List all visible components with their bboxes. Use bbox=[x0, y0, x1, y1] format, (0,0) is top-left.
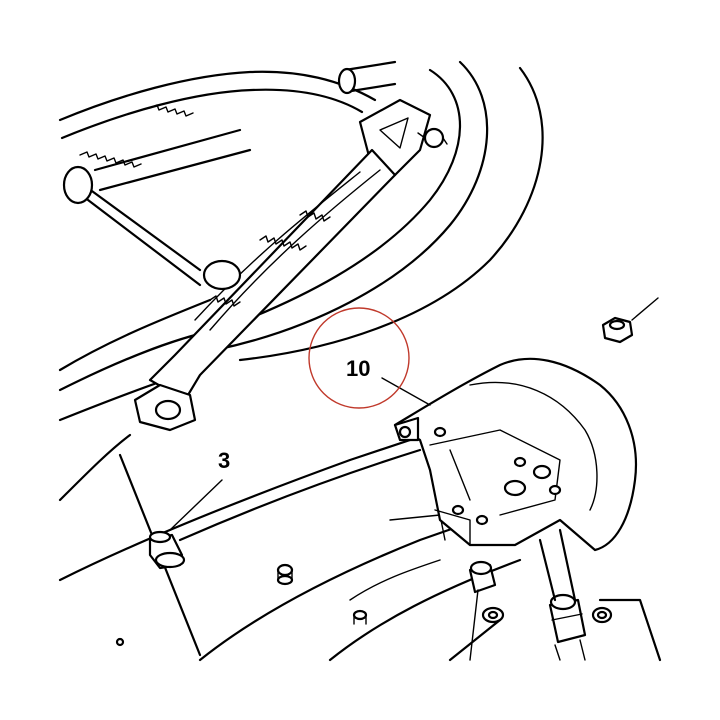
frame-assembly bbox=[58, 60, 544, 502]
callout-10-highlight-ring bbox=[308, 307, 410, 409]
fasteners-lower-right bbox=[468, 528, 662, 662]
leader-lines bbox=[169, 377, 431, 531]
floor-stud bbox=[352, 609, 368, 625]
bushing-3 bbox=[148, 530, 186, 570]
nut-top-right bbox=[601, 297, 659, 344]
callout-10-label: 10 bbox=[346, 356, 370, 381]
floor-stud bbox=[276, 563, 294, 586]
callout-3-label: 3 bbox=[218, 448, 230, 473]
cover-bracket bbox=[393, 357, 637, 552]
